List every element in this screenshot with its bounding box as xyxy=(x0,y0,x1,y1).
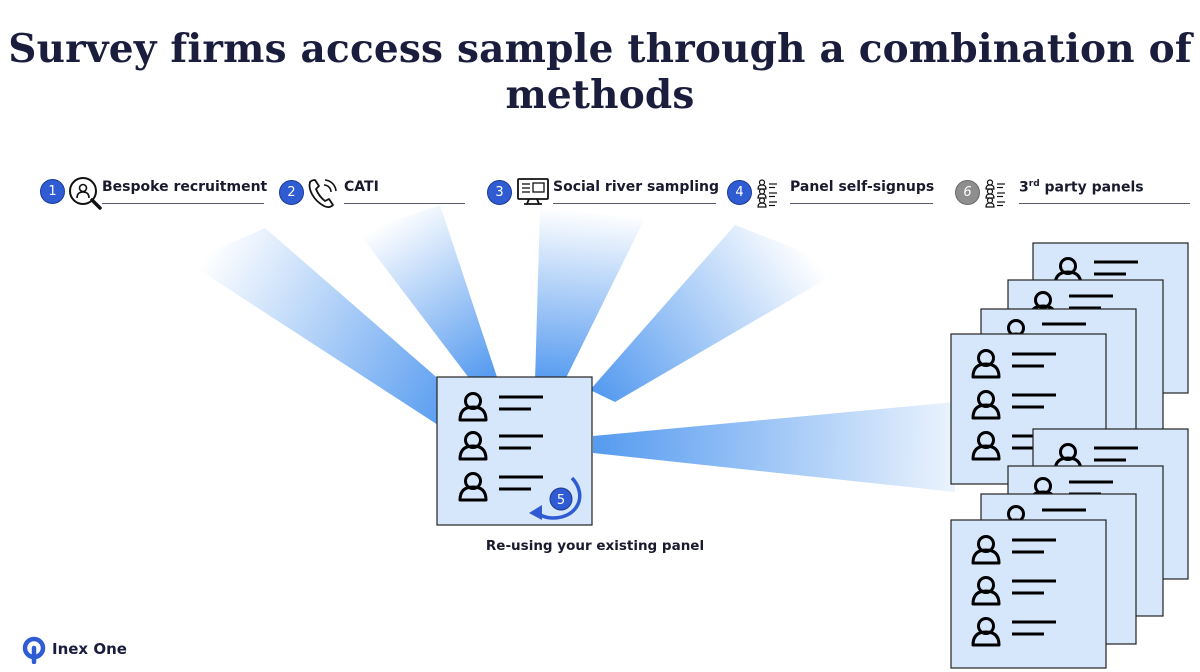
phone-icon xyxy=(308,179,337,208)
existing-panel-card: 5 xyxy=(436,376,593,526)
beam-social xyxy=(535,208,645,382)
method-label: Panel self-signups xyxy=(790,179,935,195)
logo-text: Inex One xyxy=(52,640,127,658)
method-underline xyxy=(790,203,933,204)
method-underline xyxy=(102,203,264,204)
reuse-badge-number: 5 xyxy=(557,493,565,508)
beam-bespoke xyxy=(187,228,465,425)
reuse-panel-label: Re-using your existing panel xyxy=(485,538,705,554)
method-underline xyxy=(344,203,465,204)
method-social-river-sampling: 3 Social river sampling xyxy=(487,176,719,216)
beam-third-party xyxy=(593,402,955,492)
method-bespoke-recruitment: 1 Bespoke recruitment xyxy=(40,176,270,216)
method-badge: 3 xyxy=(487,180,512,205)
magnifier-person-icon xyxy=(69,177,102,210)
method-cati: 2 CATI xyxy=(279,176,469,216)
computer-screen-icon xyxy=(517,178,549,205)
method-underline xyxy=(1019,203,1190,204)
method-label: Social river sampling xyxy=(553,179,719,195)
beam-cati xyxy=(358,205,498,382)
logo: Inex One xyxy=(22,636,127,665)
method-badge: 2 xyxy=(279,180,304,205)
method-label: 3rd party panels xyxy=(1019,179,1144,196)
method-underline xyxy=(553,203,716,204)
method-badge: 6 xyxy=(955,180,980,205)
page-title: Survey firms access sample through a com… xyxy=(8,26,1192,118)
reuse-badge xyxy=(549,487,573,511)
method-panel-self-signups: 4 Panel self-signups xyxy=(727,176,937,216)
reuse-arrow-icon xyxy=(529,476,582,520)
beam-panel-signups xyxy=(590,225,845,402)
method-badge: 1 xyxy=(40,179,65,204)
method-label: CATI xyxy=(344,179,379,195)
method-label: Bespoke recruitment xyxy=(102,179,268,195)
inex-one-logo-icon xyxy=(22,636,46,665)
third-party-panel-stack-bottom xyxy=(950,428,1189,669)
method-badge: 4 xyxy=(727,180,752,205)
method-third-party-panels: 6 3rd party panels xyxy=(955,176,1195,216)
